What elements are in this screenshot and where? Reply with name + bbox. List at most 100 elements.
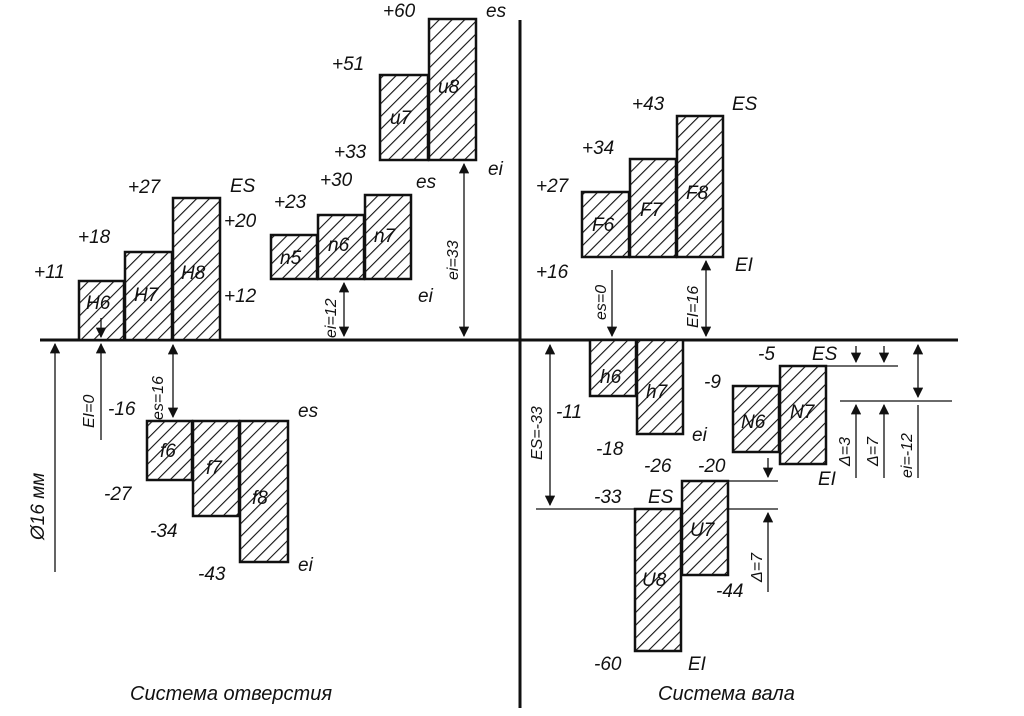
zone-F7 <box>628 157 678 259</box>
U-fields: U7 U8 -26 -20 -33 ES -44 -60 EI <box>594 456 743 675</box>
dim-delta7a: Δ=7 <box>865 436 882 467</box>
value-N-EI: EI <box>818 469 837 490</box>
label-H6: H6 <box>86 293 111 314</box>
value-plus11: +11 <box>34 262 65 283</box>
dim-eim12: ei=-12 <box>899 433 916 478</box>
value-minus27: -27 <box>104 484 133 505</box>
label-F8: F8 <box>686 183 709 204</box>
caption-hole-system: Система отверстия <box>130 683 332 705</box>
dim-es16: es=16 <box>150 376 167 420</box>
zone-F8 <box>675 114 725 259</box>
value-plus33: +33 <box>334 142 367 163</box>
label-H8: H8 <box>181 263 206 284</box>
value-es-u: es <box>486 1 507 22</box>
value-N-minus9: -9 <box>704 372 721 393</box>
F-fields: F6 F7 F8 +27 +34 +43 ES +16 EI <box>536 94 758 283</box>
label-f6: f6 <box>160 441 176 462</box>
value-minus43: -43 <box>198 564 226 585</box>
value-F-ES: ES <box>732 94 758 115</box>
value-U-ES: ES <box>648 487 674 508</box>
value-minus34: -34 <box>150 521 177 542</box>
shaft-system-dimensions: es=0 EI=16 ES=-33 Δ=7 Δ=3 Δ=7 ei=-12 <box>529 259 952 592</box>
label-H7: H7 <box>134 285 160 306</box>
value-U-minus20: -20 <box>698 456 726 477</box>
label-h7: h7 <box>646 382 669 403</box>
zone-H8 <box>171 196 222 342</box>
value-ei-f: ei <box>298 555 314 576</box>
value-F-EI: EI <box>735 255 754 276</box>
value-N-minus5: -5 <box>758 344 775 365</box>
value-U-minus44: -44 <box>716 581 743 602</box>
caption-shaft-system: Система вала <box>658 683 795 705</box>
value-U-minus33: -33 <box>594 487 622 508</box>
value-plus60: +60 <box>383 1 416 22</box>
value-plus12: +12 <box>224 286 257 307</box>
dim-delta3: Δ=3 <box>837 437 854 467</box>
zone-h6 <box>588 338 638 398</box>
value-h-minus11: -11 <box>556 402 582 423</box>
zone-N7 <box>778 364 828 466</box>
dim-EI16: EI=16 <box>685 286 702 328</box>
label-F6: F6 <box>592 215 615 236</box>
label-f8: f8 <box>252 488 268 509</box>
value-ES: ES <box>230 176 256 197</box>
zone-h7 <box>635 338 685 436</box>
label-f7: f7 <box>206 458 223 479</box>
value-U-minus60: -60 <box>594 654 622 675</box>
value-F-plus43: +43 <box>632 94 665 115</box>
value-plus30: +30 <box>320 170 353 191</box>
label-h6: h6 <box>600 367 622 388</box>
value-plus51: +51 <box>332 54 364 75</box>
h-hole-fields: H6 H7 H8 +11 +18 +27 ES +20 +12 <box>34 176 257 342</box>
zone-f8 <box>238 419 290 564</box>
zone-f6 <box>145 419 194 482</box>
value-minus16: -16 <box>108 399 136 420</box>
value-F-plus34: +34 <box>582 138 614 159</box>
zone-u7 <box>378 73 430 162</box>
value-U-EI: EI <box>688 654 707 675</box>
diameter-label: Ø16 мм <box>28 473 49 541</box>
value-es-f: es <box>298 401 319 422</box>
label-U7: U7 <box>690 520 716 541</box>
value-plus18: +18 <box>78 227 111 248</box>
value-plus23: +23 <box>274 192 307 213</box>
value-h-minus18: -18 <box>596 439 624 460</box>
value-ei-u: ei <box>488 159 504 180</box>
f-fields: f6 f7 f8 -16 es -27 -34 -43 ei <box>104 399 319 585</box>
N-fields: N6 N7 -5 ES -9 EI <box>704 344 838 490</box>
value-ei: ei <box>418 286 434 307</box>
value-N-ES: ES <box>812 344 838 365</box>
value-U-minus26: -26 <box>644 456 672 477</box>
label-u8: u8 <box>438 77 460 98</box>
value-es: es <box>416 172 437 193</box>
dim-delta7b: Δ=7 <box>749 552 766 583</box>
hole-system-dimensions: Ø16 мм EI=0 es=16 ei=12 ei=33 <box>28 162 470 572</box>
zone-n5 <box>269 233 319 281</box>
dim-es0: es=0 <box>593 285 610 320</box>
label-N6: N6 <box>741 412 766 433</box>
label-F7: F7 <box>640 200 664 221</box>
label-N7: N7 <box>790 402 816 423</box>
label-U8: U8 <box>642 570 667 591</box>
zone-F6 <box>580 190 631 259</box>
zone-U8 <box>633 507 683 653</box>
n-fields: n5 n6 n7 +23 +30 es ei <box>269 170 437 307</box>
h-shaft-fields: h6 h7 -11 -18 ei <box>556 338 708 460</box>
dim-ei33: ei=33 <box>445 240 462 280</box>
label-n6: n6 <box>328 235 350 256</box>
dim-ei12: ei=12 <box>323 298 340 338</box>
dim-EI0: EI=0 <box>81 395 98 428</box>
value-F-plus27: +27 <box>536 176 570 197</box>
value-plus20: +20 <box>224 211 257 232</box>
dim-ESm33: ES=-33 <box>529 406 546 460</box>
zone-u8 <box>427 17 478 162</box>
zone-n7 <box>363 193 413 281</box>
value-h-ei: ei <box>692 425 708 446</box>
value-F-plus16: +16 <box>536 262 569 283</box>
zone-N6 <box>731 384 781 454</box>
label-u7: u7 <box>390 108 413 129</box>
value-plus27: +27 <box>128 177 162 198</box>
zone-U7 <box>680 479 730 577</box>
label-n7: n7 <box>374 226 397 247</box>
